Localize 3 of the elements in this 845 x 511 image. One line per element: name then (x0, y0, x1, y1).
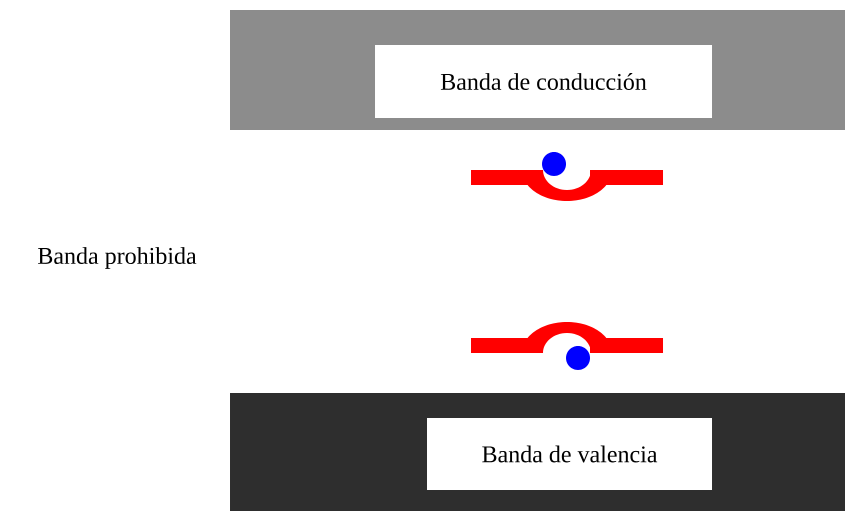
energy-band: Banda de valencia (230, 393, 845, 511)
band-label: Banda prohibida (38, 247, 196, 269)
energy-band: Banda de conducción (230, 10, 845, 130)
